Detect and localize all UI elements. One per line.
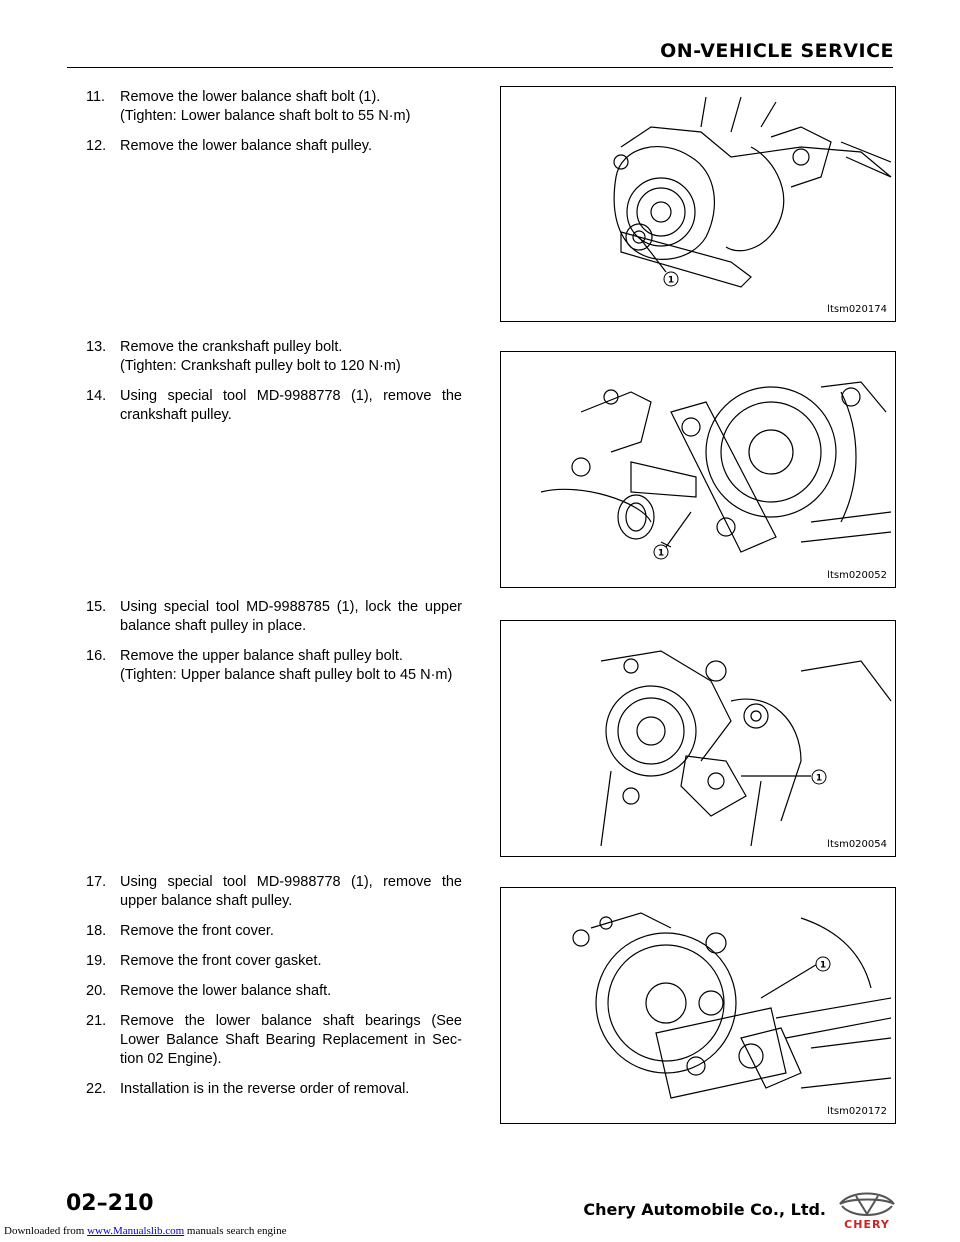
figure-crankshaft-pulley: 1 ltsm020052 — [500, 351, 896, 588]
chery-logo: CHERY — [836, 1188, 898, 1235]
figure-caption: ltsm020054 — [827, 839, 887, 850]
engine-illustration: 1 — [600, 650, 892, 847]
steps-group-4: 17. Using special tool MD-9988778 (1), r… — [82, 873, 462, 1110]
step-text: Remove the front cover. — [120, 923, 274, 939]
step-item: 16. Remove the upper balance shaft pulle… — [82, 647, 462, 685]
watermark-prefix: Downloaded from — [4, 1225, 88, 1237]
callout-label: 1 — [658, 549, 664, 559]
step-item: 14. Using special tool MD-9988778 (1), r… — [82, 387, 462, 425]
step-number: 17. — [86, 874, 107, 890]
step-text: Using special tool MD-9988785 (1), lock … — [120, 599, 462, 634]
manualslib-link[interactable]: www.Manualslib.com — [87, 1225, 185, 1237]
engine-illustration: 1 — [540, 381, 892, 560]
step-item: 15. Using special tool MD-9988785 (1), l… — [82, 598, 462, 636]
step-item: 19. Remove the front cover gasket. — [82, 952, 462, 971]
step-text: Remove the lower balance shaft. — [120, 983, 332, 999]
steps-group-3: 15. Using special tool MD-9988785 (1), l… — [82, 598, 462, 696]
step-text: Using special tool MD-9988778 (1), remov… — [120, 874, 462, 909]
header-divider — [67, 67, 893, 68]
engine-illustration: 1 — [613, 96, 892, 288]
step-number: 13. — [86, 339, 107, 355]
step-text: Remove the crankshaft pulley bolt. — [120, 339, 343, 355]
engine-illustration: 1 — [572, 912, 892, 1099]
step-number: 22. — [86, 1081, 107, 1097]
step-text: Installation is in the reverse order of … — [120, 1081, 410, 1097]
step-item: 22. Installation is in the reverse order… — [82, 1080, 462, 1099]
step-number: 14. — [86, 388, 107, 404]
figure-caption: ltsm020172 — [827, 1106, 887, 1117]
watermark-suffix: manuals search engine — [184, 1225, 287, 1237]
step-number: 16. — [86, 648, 107, 664]
step-number: 15. — [86, 599, 107, 615]
step-text: Remove the lower balance shaft pulley. — [120, 138, 373, 154]
step-number: 12. — [86, 138, 107, 154]
company-name: Chery Automobile Co., Ltd. — [583, 1200, 826, 1219]
step-torque-note: (Tighten: Upper balance shaft pulley bol… — [120, 667, 453, 683]
step-item: 11. Remove the lower balance shaft bolt … — [82, 88, 462, 126]
step-torque-note: (Tighten: Crankshaft pulley bolt to 120 … — [120, 358, 401, 374]
step-item: 20. Remove the lower balance shaft. — [82, 982, 462, 1001]
figure-lower-balance-shaft-bolt: 1 ltsm020174 — [500, 86, 896, 322]
step-torque-note: (Tighten: Lower balance shaft bolt to 55… — [120, 108, 411, 124]
step-text: Remove the upper balance shaft pulley bo… — [120, 648, 403, 664]
figure-caption: ltsm020174 — [827, 304, 887, 315]
callout-label: 1 — [820, 961, 826, 971]
callout-label: 1 — [668, 276, 674, 286]
figure-upper-balance-shaft-lock: 1 ltsm020054 — [500, 620, 896, 857]
logo-wordmark: CHERY — [844, 1218, 890, 1230]
figure-caption: ltsm020052 — [827, 570, 887, 581]
page-number: 02–210 — [66, 1191, 154, 1216]
chery-logo-icon: CHERY — [839, 1192, 895, 1231]
callout-label: 1 — [816, 774, 822, 784]
step-text: Using special tool MD-9988778 (1), remov… — [120, 388, 462, 423]
download-watermark: Downloaded from www.Manualslib.com manua… — [4, 1225, 286, 1237]
step-text: Remove the lower balance shaft bearings … — [120, 1013, 462, 1067]
page-section-title: ON-VEHICLE SERVICE — [660, 40, 894, 62]
figure-upper-balance-shaft-pulley-removal: 1 ltsm020172 — [500, 887, 896, 1124]
step-number: 19. — [86, 953, 107, 969]
step-text: Remove the front cover gasket. — [120, 953, 322, 969]
step-item: 17. Using special tool MD-9988778 (1), r… — [82, 873, 462, 911]
steps-group-1: 11. Remove the lower balance shaft bolt … — [82, 88, 462, 167]
step-item: 21. Remove the lower balance shaft beari… — [82, 1012, 462, 1069]
step-number: 21. — [86, 1013, 107, 1029]
step-text: Remove the lower balance shaft bolt (1). — [120, 89, 381, 105]
step-number: 18. — [86, 923, 107, 939]
step-item: 12. Remove the lower balance shaft pulle… — [82, 137, 462, 156]
step-item: 18. Remove the front cover. — [82, 922, 462, 941]
steps-group-2: 13. Remove the crankshaft pulley bolt. (… — [82, 338, 462, 436]
step-number: 20. — [86, 983, 107, 999]
step-number: 11. — [86, 89, 106, 105]
step-item: 13. Remove the crankshaft pulley bolt. (… — [82, 338, 462, 376]
